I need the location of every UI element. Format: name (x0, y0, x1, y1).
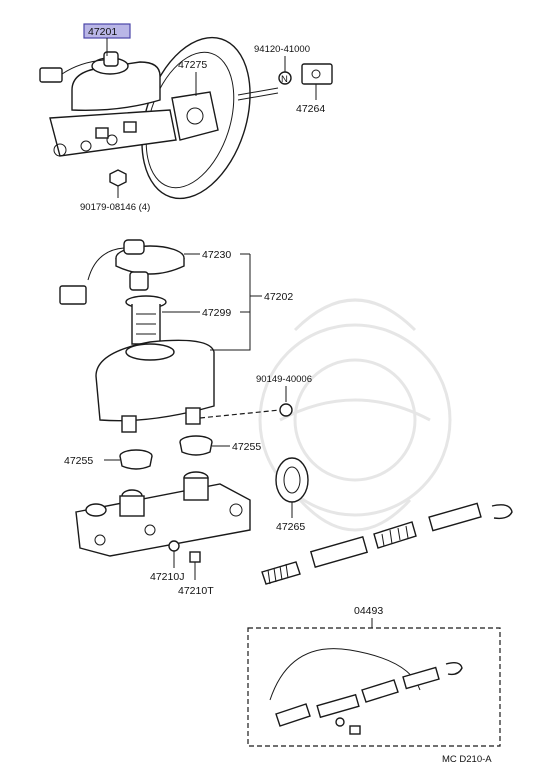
clevis-icon (301, 63, 333, 85)
svg-text:N: N (281, 74, 288, 85)
cylinder-body[interactable] (75, 471, 251, 557)
callout-47210J[interactable]: 47210J (150, 540, 184, 583)
callout-47275[interactable]: 47275 (178, 59, 207, 96)
label-47202: 47202 (264, 291, 293, 303)
callout-47299[interactable]: 47299 (162, 307, 250, 319)
hex-nut-icon (109, 169, 127, 187)
watermark-emblem (258, 298, 452, 532)
label-47264: 47264 (296, 103, 325, 115)
callout-90149-40006[interactable]: 90149-40006 (199, 374, 312, 419)
callout-47264[interactable]: 47264 (296, 63, 333, 115)
label-47255-left: 47255 (64, 455, 93, 467)
label-94120-41000: 94120-41000 (254, 44, 310, 55)
washer-icon (168, 540, 180, 552)
label-47275: 47275 (178, 59, 207, 71)
label-47210J: 47210J (150, 571, 184, 583)
label-90149-40006: 90149-40006 (256, 374, 312, 385)
piston-spring-row[interactable] (261, 502, 513, 585)
label-47210T: 47210T (178, 585, 214, 597)
label-90179-08146: 90179-08146 (4) (80, 202, 150, 213)
callout-47202[interactable]: 47202 (210, 254, 293, 351)
sensor-connector-icon (59, 285, 87, 305)
label-47201: 47201 (88, 26, 117, 38)
bolt-icon (189, 551, 201, 563)
diagram-code: MC D210-A (442, 754, 492, 765)
screw-icon (279, 403, 293, 417)
label-47265: 47265 (276, 521, 305, 533)
callout-47201[interactable]: 47201 (83, 23, 131, 56)
nut-icon (278, 71, 292, 85)
callout-47230[interactable]: 47230 (184, 249, 250, 261)
callout-90179-08146[interactable]: 90179-08146 (4) (80, 169, 150, 213)
label-47255-right: 47255 (232, 441, 261, 453)
label-04493: 04493 (354, 605, 383, 617)
label-47230: 47230 (202, 249, 231, 261)
repair-kit-04493[interactable]: 04493 (247, 605, 501, 747)
reservoir-assembly[interactable] (59, 239, 215, 433)
callout-47265[interactable]: 47265 (275, 457, 309, 533)
callout-94120-41000[interactable]: 94120-41000 N (254, 44, 310, 85)
callout-47255-left[interactable]: 47255 (64, 449, 153, 470)
callout-47255-right[interactable]: 47255 (179, 435, 261, 456)
label-47299: 47299 (202, 307, 231, 319)
brake-booster-assembly[interactable] (39, 24, 279, 213)
callout-47210T[interactable]: 47210T (178, 551, 214, 597)
